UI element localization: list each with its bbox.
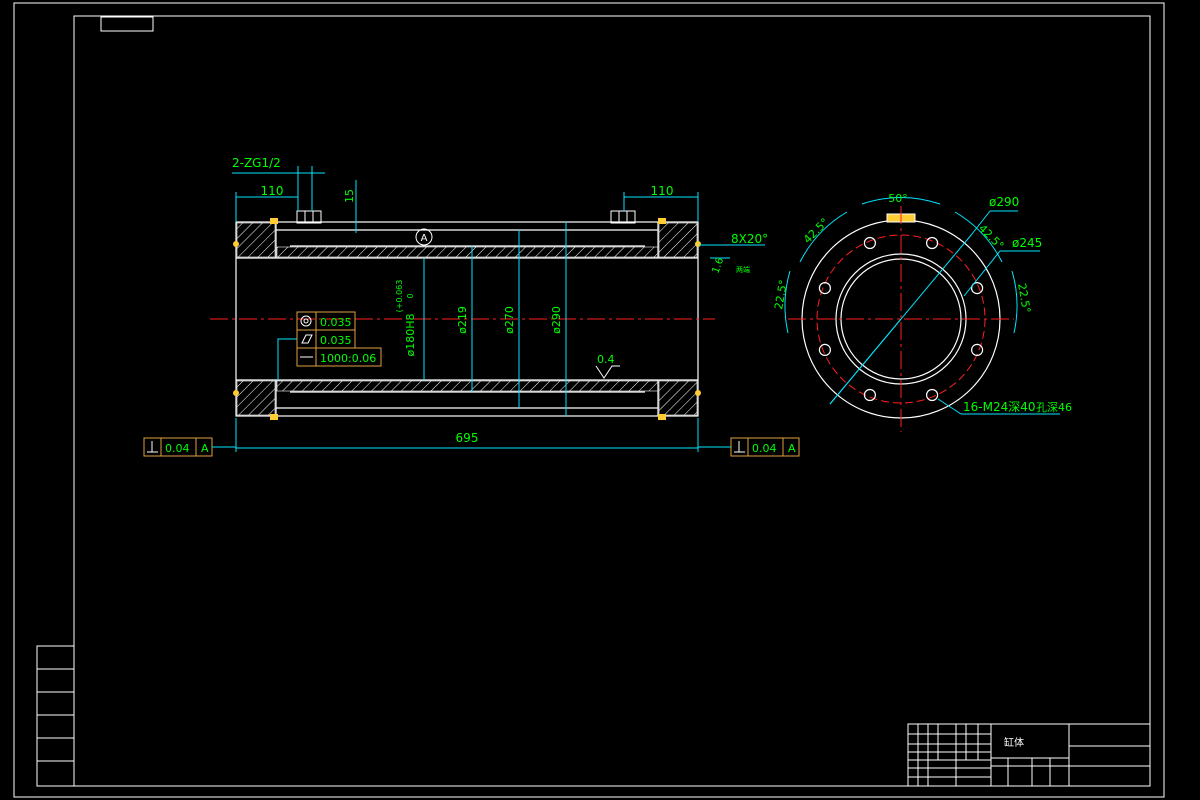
chamfer-note: 两端 (736, 265, 750, 274)
title-part-name: 缸体 (1004, 736, 1024, 749)
bolt-holes (818, 236, 984, 402)
perp-left-value: 0.04 (165, 442, 190, 455)
angle-50: 50° (888, 192, 908, 205)
title-block (907, 723, 1151, 787)
weld-markers (233, 218, 701, 420)
gdt-symbols (147, 315, 745, 453)
front-dimensions (232, 166, 765, 452)
side-dia-290: ø290 (989, 195, 1019, 209)
thread-callout: 2-ZG1/2 (232, 156, 281, 170)
overall-length: 695 (456, 431, 479, 445)
datum-a-label: A (421, 233, 428, 244)
side-centerlines (788, 206, 1014, 432)
bolt-callout-2: 孔深46 (1036, 401, 1072, 414)
roughness-0-4: 0.4 (597, 353, 615, 366)
chamfer-callout: 8X20° (731, 232, 768, 246)
gdt-leaders (212, 338, 731, 448)
dim-left-110: 110 (261, 184, 284, 198)
front-view: A 2-ZG1/2 110 110 15 ø180H8 (+0.063 0 ø2… (143, 156, 800, 457)
angle-22-5-right: 22.5° (1015, 282, 1033, 314)
bore-tol-lower: 0 (406, 293, 415, 298)
cylinder-outline (235, 221, 699, 417)
tol-roundness-value: 0.035 (320, 316, 352, 329)
bore-dim: ø180H8 (404, 314, 417, 357)
bolt-callout: 16-M24深40 (963, 400, 1036, 414)
roughness-1-6: 1.6 (710, 256, 726, 275)
angle-22-5-left: 22.5° (772, 279, 790, 311)
drawing-frame (13, 2, 1165, 798)
left-strip-table (36, 645, 75, 787)
tol-straightness-value: 1000:0.06 (320, 352, 376, 365)
side-dia-245: ø245 (1012, 236, 1042, 250)
angle-42-5-left: 42.5° (801, 216, 831, 246)
dia-290: ø290 (550, 306, 563, 334)
dim-15: 15 (343, 189, 356, 203)
port-bosses (296, 210, 636, 224)
datum-a-bubble (415, 228, 433, 246)
tol-cylindricity-value: 0.035 (320, 334, 352, 347)
roughness-symbol (595, 365, 620, 379)
dia-270: ø270 (503, 306, 516, 334)
dia-219: ø219 (456, 306, 469, 334)
perp-right-value: 0.04 (752, 442, 777, 455)
side-dimensions (784, 197, 1060, 415)
angle-42-5-right: 42.5° (976, 222, 1006, 252)
hatched-walls (236, 222, 698, 416)
dim-right-110: 110 (651, 184, 674, 198)
side-view: 50° 42.5° 42.5° 22.5° 22.5° ø290 ø245 16… (772, 192, 1072, 432)
bore-tol-upper: (+0.063 (395, 280, 404, 313)
perp-left-datum: A (201, 442, 209, 455)
perp-right-datum: A (788, 442, 796, 455)
